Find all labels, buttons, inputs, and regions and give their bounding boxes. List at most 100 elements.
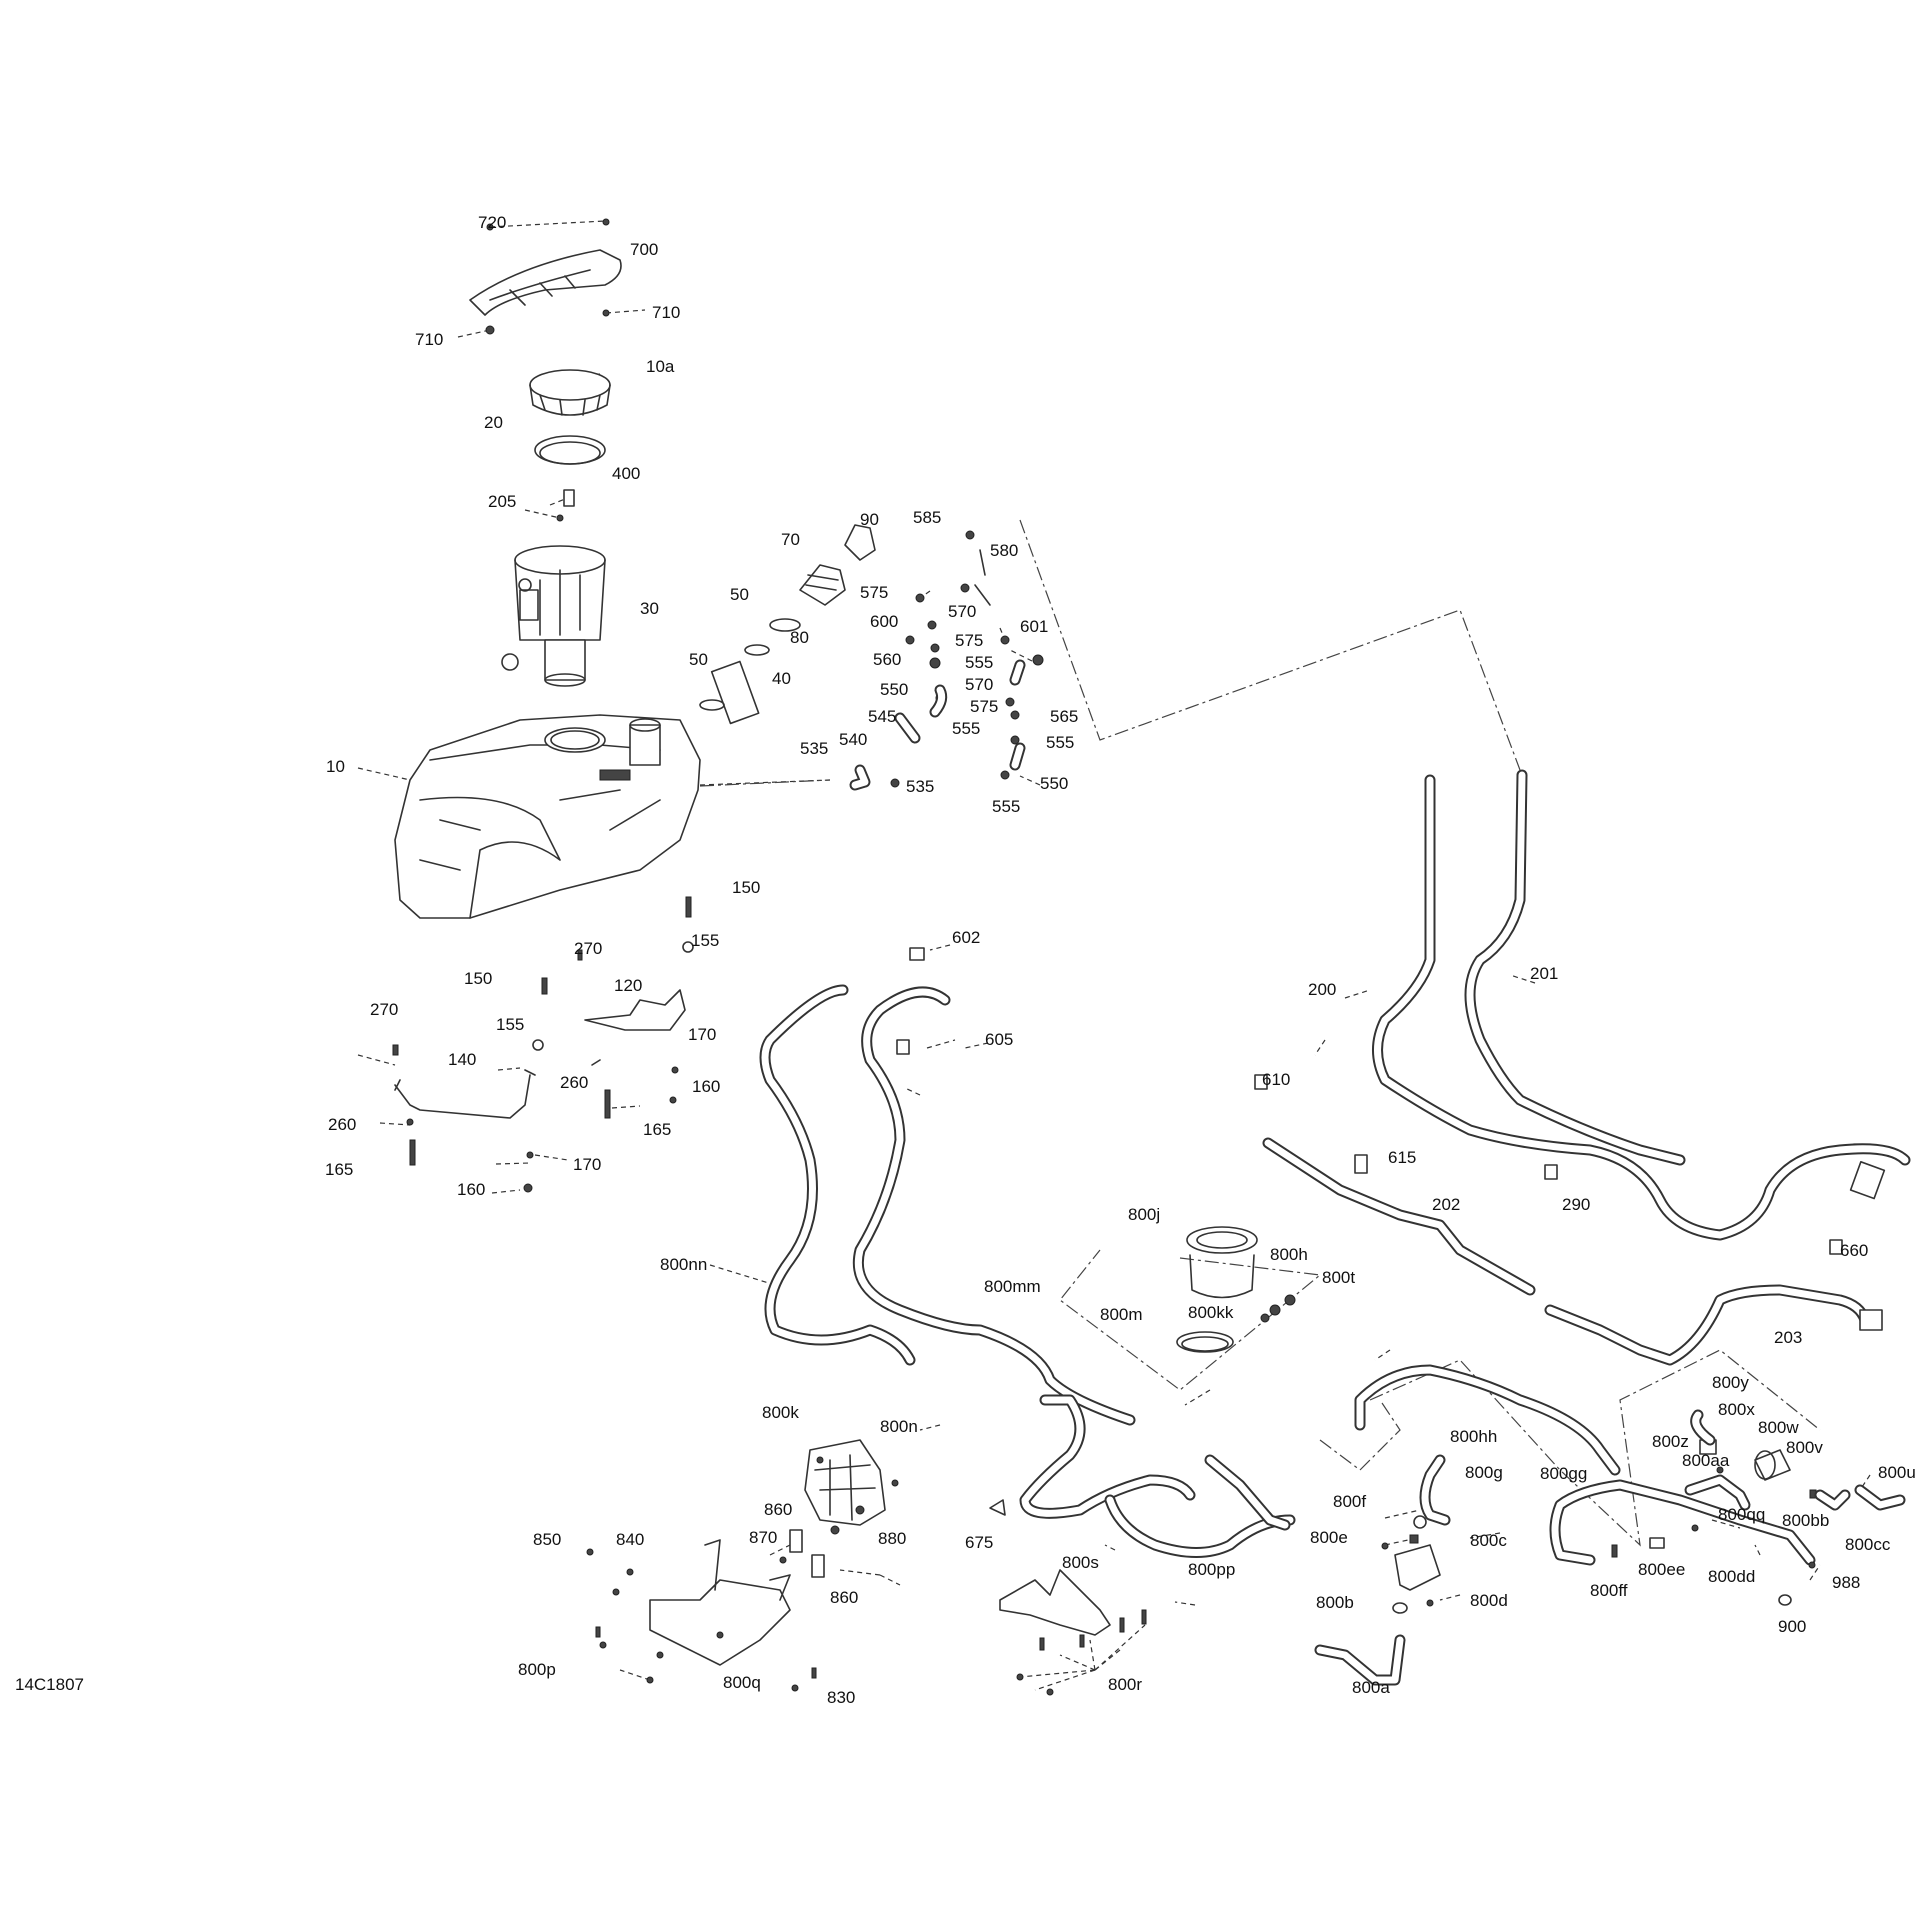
callout-label: 205 <box>488 492 516 511</box>
small-hoses-550-570 <box>849 549 1026 791</box>
callout-label: 800r <box>1108 1675 1142 1694</box>
callout-label: 610 <box>1262 1070 1290 1089</box>
hose-800gg <box>1549 1479 1816 1566</box>
callout-label: 560 <box>873 650 901 669</box>
callout-label: 800dd <box>1708 1567 1755 1586</box>
callout-label: 988 <box>1832 1573 1860 1592</box>
callout-label: 155 <box>496 1015 524 1034</box>
callout-label: 570 <box>948 602 976 621</box>
bracket-140 <box>394 1069 536 1119</box>
callout-label: 575 <box>970 697 998 716</box>
bushings-860-870-880 <box>779 1525 840 1578</box>
fuel-pump-module-30 <box>501 545 606 687</box>
callout-label: 860 <box>764 1500 792 1519</box>
callout-label: 155 <box>691 931 719 950</box>
callout-label: 800b <box>1316 1593 1354 1612</box>
callout-label: 800e <box>1310 1528 1348 1547</box>
fittings-610-615-290-660 <box>1254 1074 1886 1331</box>
connector-602-605 <box>896 947 925 1055</box>
fittings-800ee-800ff-800dd-988-900 <box>1611 1524 1816 1606</box>
callout-label: 605 <box>985 1030 1013 1049</box>
callout-label: 800m <box>1100 1305 1143 1324</box>
callout-label: 140 <box>448 1050 476 1069</box>
callout-label: 165 <box>643 1120 671 1139</box>
callout-label: 575 <box>955 631 983 650</box>
evap-canister-800k <box>804 1439 899 1526</box>
hose-202 <box>1262 1137 1536 1296</box>
callout-label: 800c <box>1470 1531 1507 1550</box>
hose-800hh <box>1354 1364 1621 1476</box>
diagram-reference-number: 14C1807 <box>15 1675 84 1694</box>
callout-label: 880 <box>878 1529 906 1548</box>
connection-lines <box>699 519 1821 1547</box>
callout-label: 90 <box>860 510 879 529</box>
callout-label: 850 <box>533 1530 561 1549</box>
callout-label: 260 <box>328 1115 356 1134</box>
callout-label: 400 <box>612 464 640 483</box>
callout-label: 70 <box>781 530 800 549</box>
callout-label: 800w <box>1758 1418 1799 1437</box>
callout-label: 800ff <box>1590 1581 1628 1600</box>
callout-label: 710 <box>652 303 680 322</box>
heat-shield-700 <box>469 249 622 316</box>
gasket-20 <box>534 435 606 465</box>
callout-label: 602 <box>952 928 980 947</box>
callout-label: 20 <box>484 413 503 432</box>
callout-label: 720 <box>478 213 506 232</box>
callout-label: 80 <box>790 628 809 647</box>
callout-label: 600 <box>870 612 898 631</box>
callout-label: 601 <box>1020 617 1048 636</box>
callout-label: 800qq <box>1718 1505 1765 1524</box>
valve-400-205 <box>556 489 575 522</box>
callout-label: 270 <box>574 939 602 958</box>
callout-label: 840 <box>616 1530 644 1549</box>
bracket-120 <box>584 989 686 1031</box>
callout-label: 800mm <box>984 1277 1041 1296</box>
callout-label: 800g <box>1465 1463 1503 1482</box>
callout-label: 290 <box>1562 1195 1590 1214</box>
pressure-regulator-70 <box>799 564 846 606</box>
callout-label: 800u <box>1878 1463 1916 1482</box>
bolts-800r <box>1016 1609 1147 1696</box>
callout-label: 202 <box>1432 1195 1460 1214</box>
callout-label: 50 <box>689 650 708 669</box>
shield-800s <box>999 1569 1111 1636</box>
callout-label: 200 <box>1308 980 1336 999</box>
fuel-tank-10 <box>394 714 701 919</box>
hose-800mm <box>852 986 1136 1426</box>
callout-label: 120 <box>614 976 642 995</box>
hose-800g <box>1419 1454 1451 1526</box>
callout-label: 800d <box>1470 1591 1508 1610</box>
hose-200 <box>1372 774 1911 1241</box>
callout-label: 800k <box>762 1403 799 1422</box>
callout-label: 165 <box>325 1160 353 1179</box>
callout-label: 270 <box>370 1000 398 1019</box>
callout-label: 555 <box>952 719 980 738</box>
callout-label: 30 <box>640 599 659 618</box>
callout-label: 710 <box>415 330 443 349</box>
hoses-800y-800bb-800cc-800qq <box>1684 1409 1906 1511</box>
callout-label: 540 <box>839 730 867 749</box>
callout-label: 545 <box>868 707 896 726</box>
callout-label: 800s <box>1062 1553 1099 1572</box>
callout-label: 170 <box>573 1155 601 1174</box>
bolts-150-155-160-165-170-260-270 <box>392 896 694 1193</box>
callout-label: 535 <box>906 777 934 796</box>
callout-label: 800q <box>723 1673 761 1692</box>
callout-label: 900 <box>1778 1617 1806 1636</box>
callout-label: 203 <box>1774 1328 1802 1347</box>
callout-label: 160 <box>692 1077 720 1096</box>
callout-label: 800z <box>1652 1432 1689 1451</box>
callout-label: 800y <box>1712 1373 1749 1392</box>
screws-710-720 <box>485 218 610 335</box>
callout-label: 50 <box>730 585 749 604</box>
callout-label: 535 <box>800 739 828 758</box>
callout-label: 800a <box>1352 1678 1390 1697</box>
callout-label: 800kk <box>1188 1303 1234 1322</box>
fittings-800b-800d <box>1392 1599 1434 1614</box>
hose-203 <box>1544 1284 1871 1366</box>
callout-label: 570 <box>965 675 993 694</box>
callout-label: 550 <box>1040 774 1068 793</box>
callout-label: 660 <box>1840 1241 1868 1260</box>
